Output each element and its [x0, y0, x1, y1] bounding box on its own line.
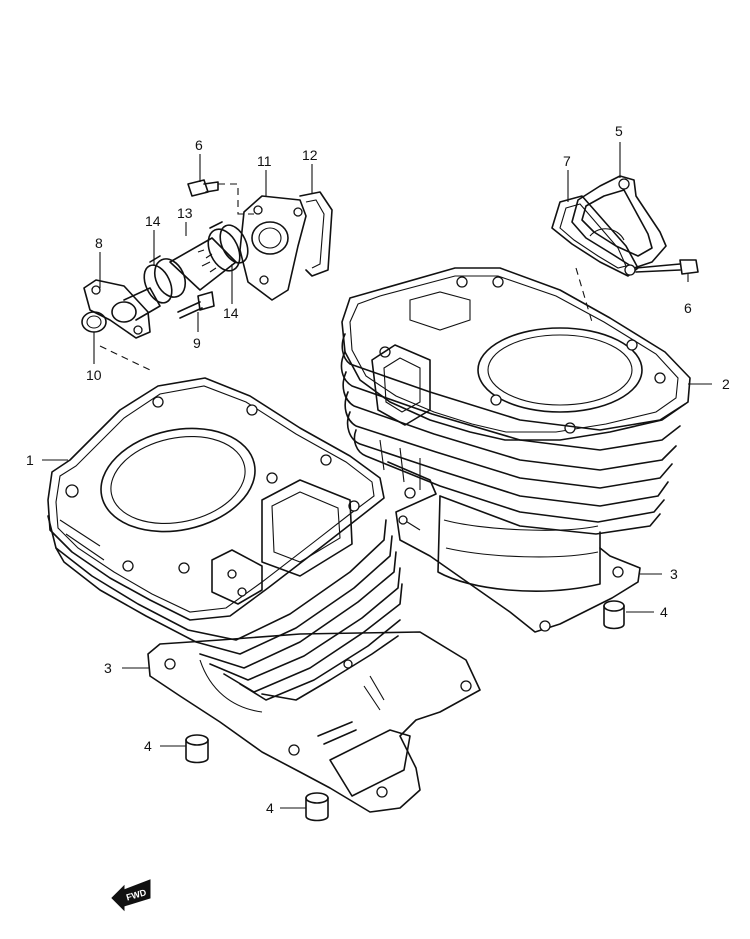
callout-2: 2: [722, 376, 730, 392]
dowel-pin-right: [603, 600, 625, 630]
callout-4-left-upper: 4: [144, 738, 152, 754]
callout-14-lower: 14: [223, 305, 239, 321]
callout-6-right: 6: [684, 300, 692, 316]
clamp-14: [143, 221, 249, 304]
callout-13: 13: [177, 205, 193, 221]
forward-arrow-icon: FWD: [111, 879, 151, 912]
callout-4-left-lower: 4: [266, 800, 274, 816]
callout-3-left: 3: [104, 660, 112, 676]
callout-14-upper: 14: [145, 213, 161, 229]
bolt-top: [187, 179, 219, 197]
leader-lines: [42, 142, 712, 809]
o-ring-10: [81, 311, 107, 333]
alignment-line-right: [575, 267, 593, 323]
rear-cylinder: [340, 267, 691, 592]
front-cylinder-base-gasket: [147, 631, 481, 813]
fitting-11: [239, 195, 307, 301]
rear-cylinder-base-gasket: [387, 461, 641, 633]
callout-9: 9: [193, 335, 201, 351]
hose-13: [153, 228, 241, 298]
dowel-pin-left-upper: [185, 734, 209, 764]
callout-6-top: 6: [195, 137, 203, 153]
callout-11: 11: [257, 153, 272, 169]
dowel-pin-left-lower: [305, 792, 329, 822]
cover-and-gasket: [551, 175, 667, 277]
bolt-9: [177, 291, 215, 319]
alignment-line-top: [218, 183, 254, 215]
bolt-right: [635, 259, 699, 275]
callout-1: 1: [26, 452, 34, 468]
fitting-8: [83, 279, 161, 339]
callout-7: 7: [563, 153, 571, 169]
front-cylinder: [47, 377, 403, 701]
callout-12: 12: [302, 147, 318, 163]
callout-10: 10: [86, 367, 102, 383]
callout-3-right: 3: [670, 566, 678, 582]
callout-8: 8: [95, 235, 103, 251]
gasket-12: [299, 191, 333, 277]
alignment-line-left: [99, 345, 151, 371]
callout-4-right: 4: [660, 604, 668, 620]
callout-5: 5: [615, 123, 623, 139]
